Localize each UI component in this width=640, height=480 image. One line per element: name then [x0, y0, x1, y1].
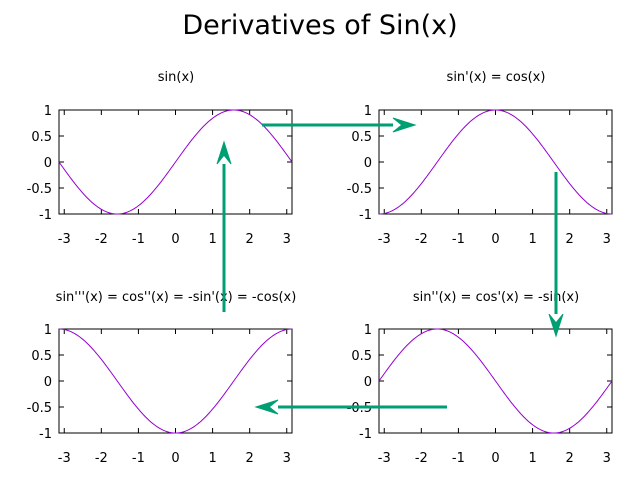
x-tick-label: -2	[415, 451, 428, 466]
arrow-cos-to-neg-sin	[548, 172, 564, 338]
x-tick-label: -2	[415, 232, 428, 247]
x-tick-label: 3	[283, 232, 291, 247]
plot-frame	[58, 328, 293, 434]
x-tick-label: -3	[58, 232, 71, 247]
derivative-arrows	[216, 117, 564, 415]
arrow-neg-cos-to-sin	[216, 140, 232, 312]
arrow-head	[216, 140, 232, 165]
arrow-neg-sin-to-neg-cos	[254, 399, 447, 415]
x-tick-label: 3	[603, 232, 611, 247]
x-tick-label: 3	[603, 451, 611, 466]
y-tick-label: 0	[44, 156, 52, 171]
x-tick-label: -1	[452, 232, 465, 247]
function-curve	[378, 328, 613, 434]
subplot-title: sin(x)	[158, 70, 194, 85]
y-tick-label: 0	[364, 375, 372, 390]
x-tick-label: 0	[171, 232, 179, 247]
y-tick-label: -1	[359, 208, 372, 223]
y-tick-label: 0	[44, 375, 52, 390]
y-tick-label: 0.5	[351, 130, 372, 145]
y-tick-label: 0.5	[31, 349, 52, 364]
x-tick-label: 0	[491, 232, 499, 247]
x-tick-label: 2	[246, 451, 254, 466]
x-tick-label: 0	[171, 451, 179, 466]
x-tick-label: 1	[528, 451, 536, 466]
y-tick-label: -0.5	[27, 182, 52, 197]
y-tick-label: 1	[44, 323, 52, 338]
y-tick-label: -0.5	[27, 401, 52, 416]
y-tick-label: 0.5	[351, 349, 372, 364]
x-tick-label: 3	[283, 451, 291, 466]
subplot-sin: sin(x) -3 -2 -1 0 1 2 3 -1 -0.5 0 0.5 1	[27, 70, 293, 247]
y-tick-label: -0.5	[347, 182, 372, 197]
plot-area: -3 -2 -1 0 1 2 3 -1 -0.5 0 0.5 1	[27, 323, 293, 466]
subplot-cos: sin'(x) = cos(x) -3 -2 -1 0 1 2 3 -1 -0.5 0 0.5 1	[347, 70, 613, 247]
y-tick-label: -1	[359, 427, 372, 442]
function-curve	[58, 328, 293, 434]
x-tick-label: 2	[246, 232, 254, 247]
y-tick-label: 1	[364, 104, 372, 119]
x-tick-label: -1	[132, 451, 145, 466]
x-tick-label: 0	[491, 451, 499, 466]
x-tick-label: 1	[208, 451, 216, 466]
y-tick-label: 1	[364, 323, 372, 338]
figure-title: Derivatives of Sin(x)	[182, 10, 457, 41]
subplot-title: sin'''(x) = cos''(x) = -sin'(x) = -cos(x…	[56, 290, 297, 305]
subplot-title: sin'(x) = cos(x)	[447, 70, 546, 85]
y-tick-label: 0.5	[31, 130, 52, 145]
y-tick-label: -1	[39, 427, 52, 442]
arrow-head	[548, 313, 564, 338]
x-tick-label: -1	[132, 232, 145, 247]
x-tick-label: -2	[95, 232, 108, 247]
x-tick-label: -3	[58, 451, 71, 466]
y-tick-label: 1	[44, 104, 52, 119]
x-tick-label: -2	[95, 451, 108, 466]
subplot-neg-sin: sin''(x) = cos'(x) = -sin(x) -3 -2 -1 0 1 2 3 -…	[347, 290, 613, 466]
arrow-head	[392, 117, 417, 133]
x-tick-label: 1	[528, 232, 536, 247]
y-tick-label: 0	[364, 156, 372, 171]
x-tick-label: 2	[566, 451, 574, 466]
subplot-title: sin''(x) = cos'(x) = -sin(x)	[413, 290, 579, 305]
function-curve	[58, 109, 293, 215]
subplot-neg-cos: sin'''(x) = cos''(x) = -sin'(x) = -cos(x…	[27, 290, 297, 466]
function-curve	[378, 109, 613, 215]
y-tick-label: -1	[39, 208, 52, 223]
x-tick-label: 2	[566, 232, 574, 247]
arrow-sin-to-cos	[262, 117, 417, 133]
x-tick-label: 1	[208, 232, 216, 247]
x-tick-label: -3	[378, 232, 391, 247]
plot-area: -3 -2 -1 0 1 2 3 -1 -0.5 0 0.5 1	[27, 104, 293, 247]
x-tick-label: -1	[452, 451, 465, 466]
arrow-head	[254, 399, 279, 415]
plot-area: -3 -2 -1 0 1 2 3 -1 -0.5 0 0.5 1	[347, 104, 613, 247]
x-tick-label: -3	[378, 451, 391, 466]
